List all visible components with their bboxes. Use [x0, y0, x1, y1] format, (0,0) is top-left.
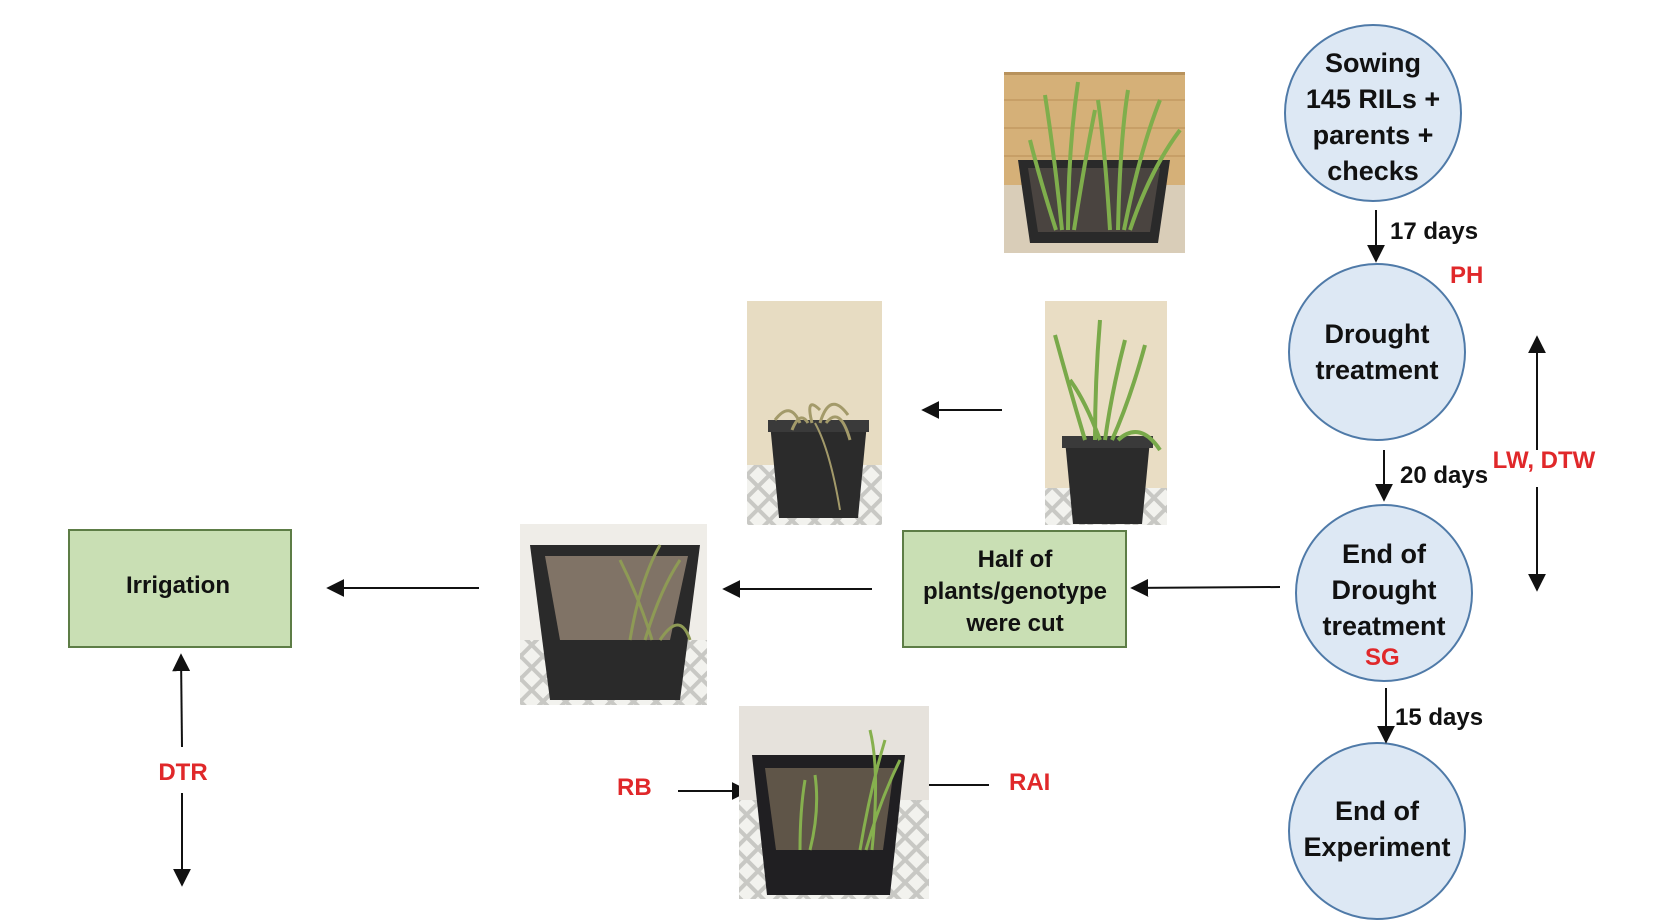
photo-regrowth-pot — [739, 706, 929, 899]
duration-17-days: 17 days — [1390, 218, 1478, 245]
photo-seedlings-pot — [1004, 72, 1185, 253]
cut-line-2: plants/genotype — [923, 578, 1107, 605]
cut-line-1: Half of — [978, 546, 1054, 573]
sowing-line-4: checks — [1327, 156, 1419, 186]
cut-plants-box: Half of plants/genotype were cut — [902, 530, 1127, 648]
photo-cut-plants-pot — [520, 524, 707, 705]
trait-dtr: DTR — [158, 759, 207, 786]
drought-treatment-node: Drought treatment — [1288, 263, 1466, 441]
end-of-experiment-node: End of Experiment — [1288, 742, 1466, 920]
trait-rai: RAI — [1009, 769, 1050, 796]
duration-15-days: 15 days — [1395, 704, 1483, 731]
end-of-drought-node: End of Drought treatment — [1295, 504, 1473, 682]
irrigation-box: Irrigation — [68, 529, 292, 648]
sowing-line-1: Sowing — [1325, 48, 1421, 78]
sowing-line-2: 145 RILs + — [1306, 84, 1440, 114]
end-experiment-line-1: End of — [1335, 796, 1420, 826]
dtr-arrow-up — [172, 653, 191, 748]
end-drought-line-3: treatment — [1322, 611, 1445, 641]
drought-line-1: Drought — [1325, 319, 1430, 349]
end-drought-line-2: Drought — [1332, 575, 1437, 605]
sowing-line-3: parents + — [1313, 120, 1434, 150]
irrigation-label: Irrigation — [126, 572, 230, 599]
trait-rb: RB — [617, 774, 652, 801]
duration-20-days: 20 days — [1400, 462, 1488, 489]
photo-green-plant-pot — [1045, 301, 1167, 525]
end-drought-line-1: End of — [1342, 539, 1427, 569]
trait-sg: SG — [1365, 644, 1400, 671]
end-experiment-line-2: Experiment — [1303, 832, 1450, 862]
trait-ph: PH — [1450, 262, 1483, 289]
trait-lw-dtw: LW, DTW — [1493, 447, 1596, 474]
photo-stressed-plant-pot — [747, 301, 882, 525]
arrow-end-drought-to-cut — [1130, 578, 1281, 597]
sowing-node: Sowing 145 RILs + parents + checks — [1284, 24, 1462, 202]
drought-line-2: treatment — [1315, 355, 1438, 385]
cut-line-3: were cut — [965, 610, 1063, 637]
